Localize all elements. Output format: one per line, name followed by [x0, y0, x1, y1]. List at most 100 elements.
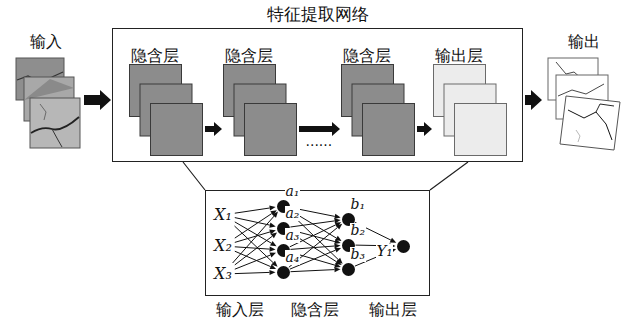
- synapse-line: [235, 272, 270, 273]
- synapse-line: [235, 208, 270, 213]
- connector: [235, 210, 277, 238]
- neuron-label: b₂: [350, 223, 367, 238]
- connector: [235, 233, 277, 265]
- neuron-label-slot: Y₁: [376, 244, 394, 259]
- connector: [205, 122, 222, 136]
- zoom-line: [183, 162, 468, 190]
- block-arrow: [525, 90, 542, 110]
- connector: [235, 229, 276, 242]
- layer-stack: 输出层: [433, 46, 507, 156]
- arrowhead: [334, 214, 340, 219]
- connector: [235, 218, 276, 228]
- neuron-label-slot: a₂: [285, 206, 301, 221]
- connector: [291, 267, 341, 272]
- synapse-line: [235, 251, 271, 266]
- layer-name-slot: 输入层: [216, 300, 264, 319]
- output-crack-maps: [548, 58, 620, 150]
- arrowhead: [269, 247, 275, 252]
- crack-shadow: [24, 79, 74, 100]
- synapse-line: [235, 236, 272, 265]
- synapse-line: [235, 226, 274, 263]
- synapse-line: [290, 221, 334, 227]
- neuron-label-slot: b₁: [350, 197, 367, 212]
- neuron-label-slot: a₁: [285, 184, 301, 199]
- layer-name-slot: 输出层: [369, 300, 417, 319]
- arrowhead: [334, 263, 341, 268]
- layer-heading: 隐含层: [129, 46, 203, 65]
- block-arrow: [84, 90, 111, 110]
- crack-line: [596, 104, 614, 112]
- layer-heading: 输出层: [433, 46, 507, 65]
- arrowhead: [334, 267, 340, 272]
- layer-name: 输出层: [369, 300, 417, 319]
- layer-name-slot: 隐含层: [291, 300, 339, 319]
- connector: [235, 253, 276, 270]
- arrowhead: [271, 233, 277, 239]
- connector: [183, 162, 468, 190]
- arrowhead: [269, 270, 275, 275]
- neuron-label: a₂: [285, 206, 301, 221]
- edge-label-slot: ......: [306, 134, 333, 148]
- input-crack-images: [16, 58, 80, 148]
- connector: [235, 270, 276, 275]
- arrowhead: [269, 205, 275, 210]
- neuron-label: Y₁: [376, 244, 394, 259]
- input-variable: X₃: [213, 265, 233, 283]
- crack-line: [40, 104, 46, 120]
- variable-label: X₃: [213, 265, 233, 283]
- input-variable: X₁: [213, 206, 233, 224]
- feature-map: [151, 104, 203, 156]
- feature-map-stack: [223, 64, 297, 156]
- connector: [525, 90, 542, 110]
- feature-map: [245, 104, 297, 156]
- neuron: Y₁: [397, 240, 410, 253]
- connector: [417, 122, 432, 136]
- neuron-label: b₁: [350, 197, 367, 212]
- crack-map: [560, 96, 620, 150]
- image-stack-node: 输出: [543, 30, 625, 154]
- neuron-label: a₃: [285, 228, 301, 243]
- synapse-line: [235, 214, 272, 239]
- arrowhead: [269, 223, 275, 228]
- layer-stack: 隐含层: [223, 46, 297, 156]
- neuron: b₃: [342, 263, 355, 276]
- frame-title: 特征提取网络: [113, 4, 522, 24]
- arrowhead: [270, 241, 277, 246]
- feature-map-stack: [129, 64, 203, 156]
- feature-map-stack: [433, 64, 507, 156]
- input-variable: X₂: [213, 237, 233, 255]
- connector: [84, 90, 111, 110]
- connector: [291, 243, 341, 249]
- network-detail-box: 输入层隐含层输出层X₁X₂X₃a₁a₂a₃a₄b₁b₂b₃Y₁: [205, 190, 430, 296]
- crack-line: [558, 84, 604, 96]
- neuron-label-slot: a₃: [285, 228, 301, 243]
- stack-heading: 输出: [543, 30, 625, 51]
- layer-heading: 隐含层: [341, 46, 415, 65]
- feature-map-stack: [341, 64, 415, 156]
- neuron-label: b₃: [350, 247, 367, 262]
- synapse-line: [291, 270, 335, 272]
- arrowhead: [334, 239, 340, 244]
- image-stack-node: 输入: [10, 30, 82, 154]
- neuron-label: a₄: [285, 250, 301, 265]
- feature-map: [455, 104, 507, 156]
- neuron-label-slot: a₄: [285, 250, 301, 265]
- synapse-line: [235, 255, 271, 269]
- layer-name: 输入层: [216, 300, 264, 319]
- layer-heading: 隐含层: [223, 46, 297, 65]
- layer-stack: 隐含层: [341, 46, 415, 156]
- layer-name: 隐含层: [291, 300, 339, 319]
- feature-map: [363, 104, 415, 156]
- variable-label: X₂: [213, 237, 233, 255]
- edge-label: ......: [306, 134, 333, 148]
- layer-stack: 隐含层: [129, 46, 203, 156]
- neuron-label-slot: b₂: [350, 223, 367, 238]
- crack-line: [31, 117, 79, 133]
- crack-line: [568, 110, 612, 140]
- stack-heading: 输入: [10, 30, 82, 51]
- neuron: a₄: [277, 266, 290, 279]
- block-arrow: [417, 122, 432, 136]
